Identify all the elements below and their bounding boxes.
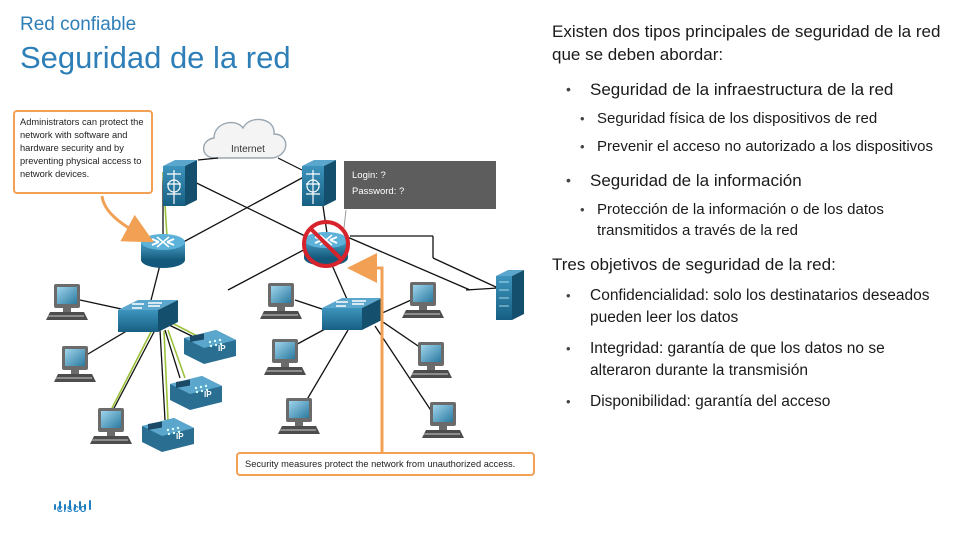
callout-security-measures: Security measures protect the network fr…	[236, 452, 535, 476]
cisco-wordmark: CISCO	[56, 505, 88, 514]
objective-availability: Disponibilidad: garantía del acceso	[552, 391, 947, 413]
section-label: Red confiable	[20, 14, 137, 35]
login-pointer	[343, 209, 347, 229]
arrow-icon	[100, 195, 154, 243]
router-icon	[140, 233, 186, 269]
ip-label: IP	[218, 344, 226, 353]
login-line: Login: ?	[352, 170, 386, 181]
server-icon	[496, 270, 524, 320]
prohibited-icon	[302, 220, 350, 268]
arrow-icon	[347, 253, 384, 452]
objective-integrity: Integridad: garantía de que los datos no…	[552, 338, 947, 382]
intro-text: Existen dos tipos principales de segurid…	[552, 22, 941, 64]
firewall-icon	[301, 159, 337, 207]
switch-icon	[117, 299, 179, 333]
pc-icon	[278, 398, 320, 434]
ip-label: IP	[204, 390, 212, 399]
ip-phone-icon	[170, 376, 222, 410]
switch-icon	[321, 297, 383, 331]
pc-icon	[264, 339, 306, 375]
ip-label: IP	[176, 432, 184, 441]
login-prompt: Login: ? Password: ?	[344, 161, 496, 209]
objective-confidentiality: Confidencialidad: solo los destinatarios…	[552, 285, 947, 329]
subbullet-data-protection: Protección de la información o de los da…	[552, 199, 947, 241]
pc-icon	[402, 282, 444, 318]
firewall-icon	[162, 159, 198, 207]
page-title: Seguridad de la red	[20, 40, 291, 75]
cloud-label: Internet	[231, 144, 265, 155]
subbullet-physical: Seguridad física de los dispositivos de …	[552, 108, 947, 129]
ip-phone-icon	[142, 418, 194, 452]
ip-phone-icon	[184, 330, 236, 364]
bullet-infrastructure: Seguridad de la infraestructura de la re…	[552, 78, 947, 101]
network-diagram-svg: IP IP IP	[46, 118, 524, 452]
objectives-heading: Tres objetivos de seguridad de la red:	[552, 255, 836, 274]
password-line: Password: ?	[352, 186, 405, 197]
cloud-icon	[202, 118, 287, 159]
subbullet-unauthorized: Prevenir el acceso no autorizado a los d…	[552, 136, 947, 157]
network-diagram: IP IP IP Administrators can protect the …	[13, 110, 535, 476]
pc-icon	[90, 408, 132, 444]
pc-icon	[410, 342, 452, 378]
pc-icon	[54, 346, 96, 382]
pc-icon	[260, 283, 302, 319]
callout-admin-protection: Administrators can protect the network w…	[13, 110, 153, 194]
bullet-information: Seguridad de la información	[552, 169, 947, 192]
content-column: Existen dos tipos principales de segurid…	[552, 20, 947, 413]
cisco-logo-icon	[54, 500, 91, 510]
pc-icon	[46, 284, 88, 320]
